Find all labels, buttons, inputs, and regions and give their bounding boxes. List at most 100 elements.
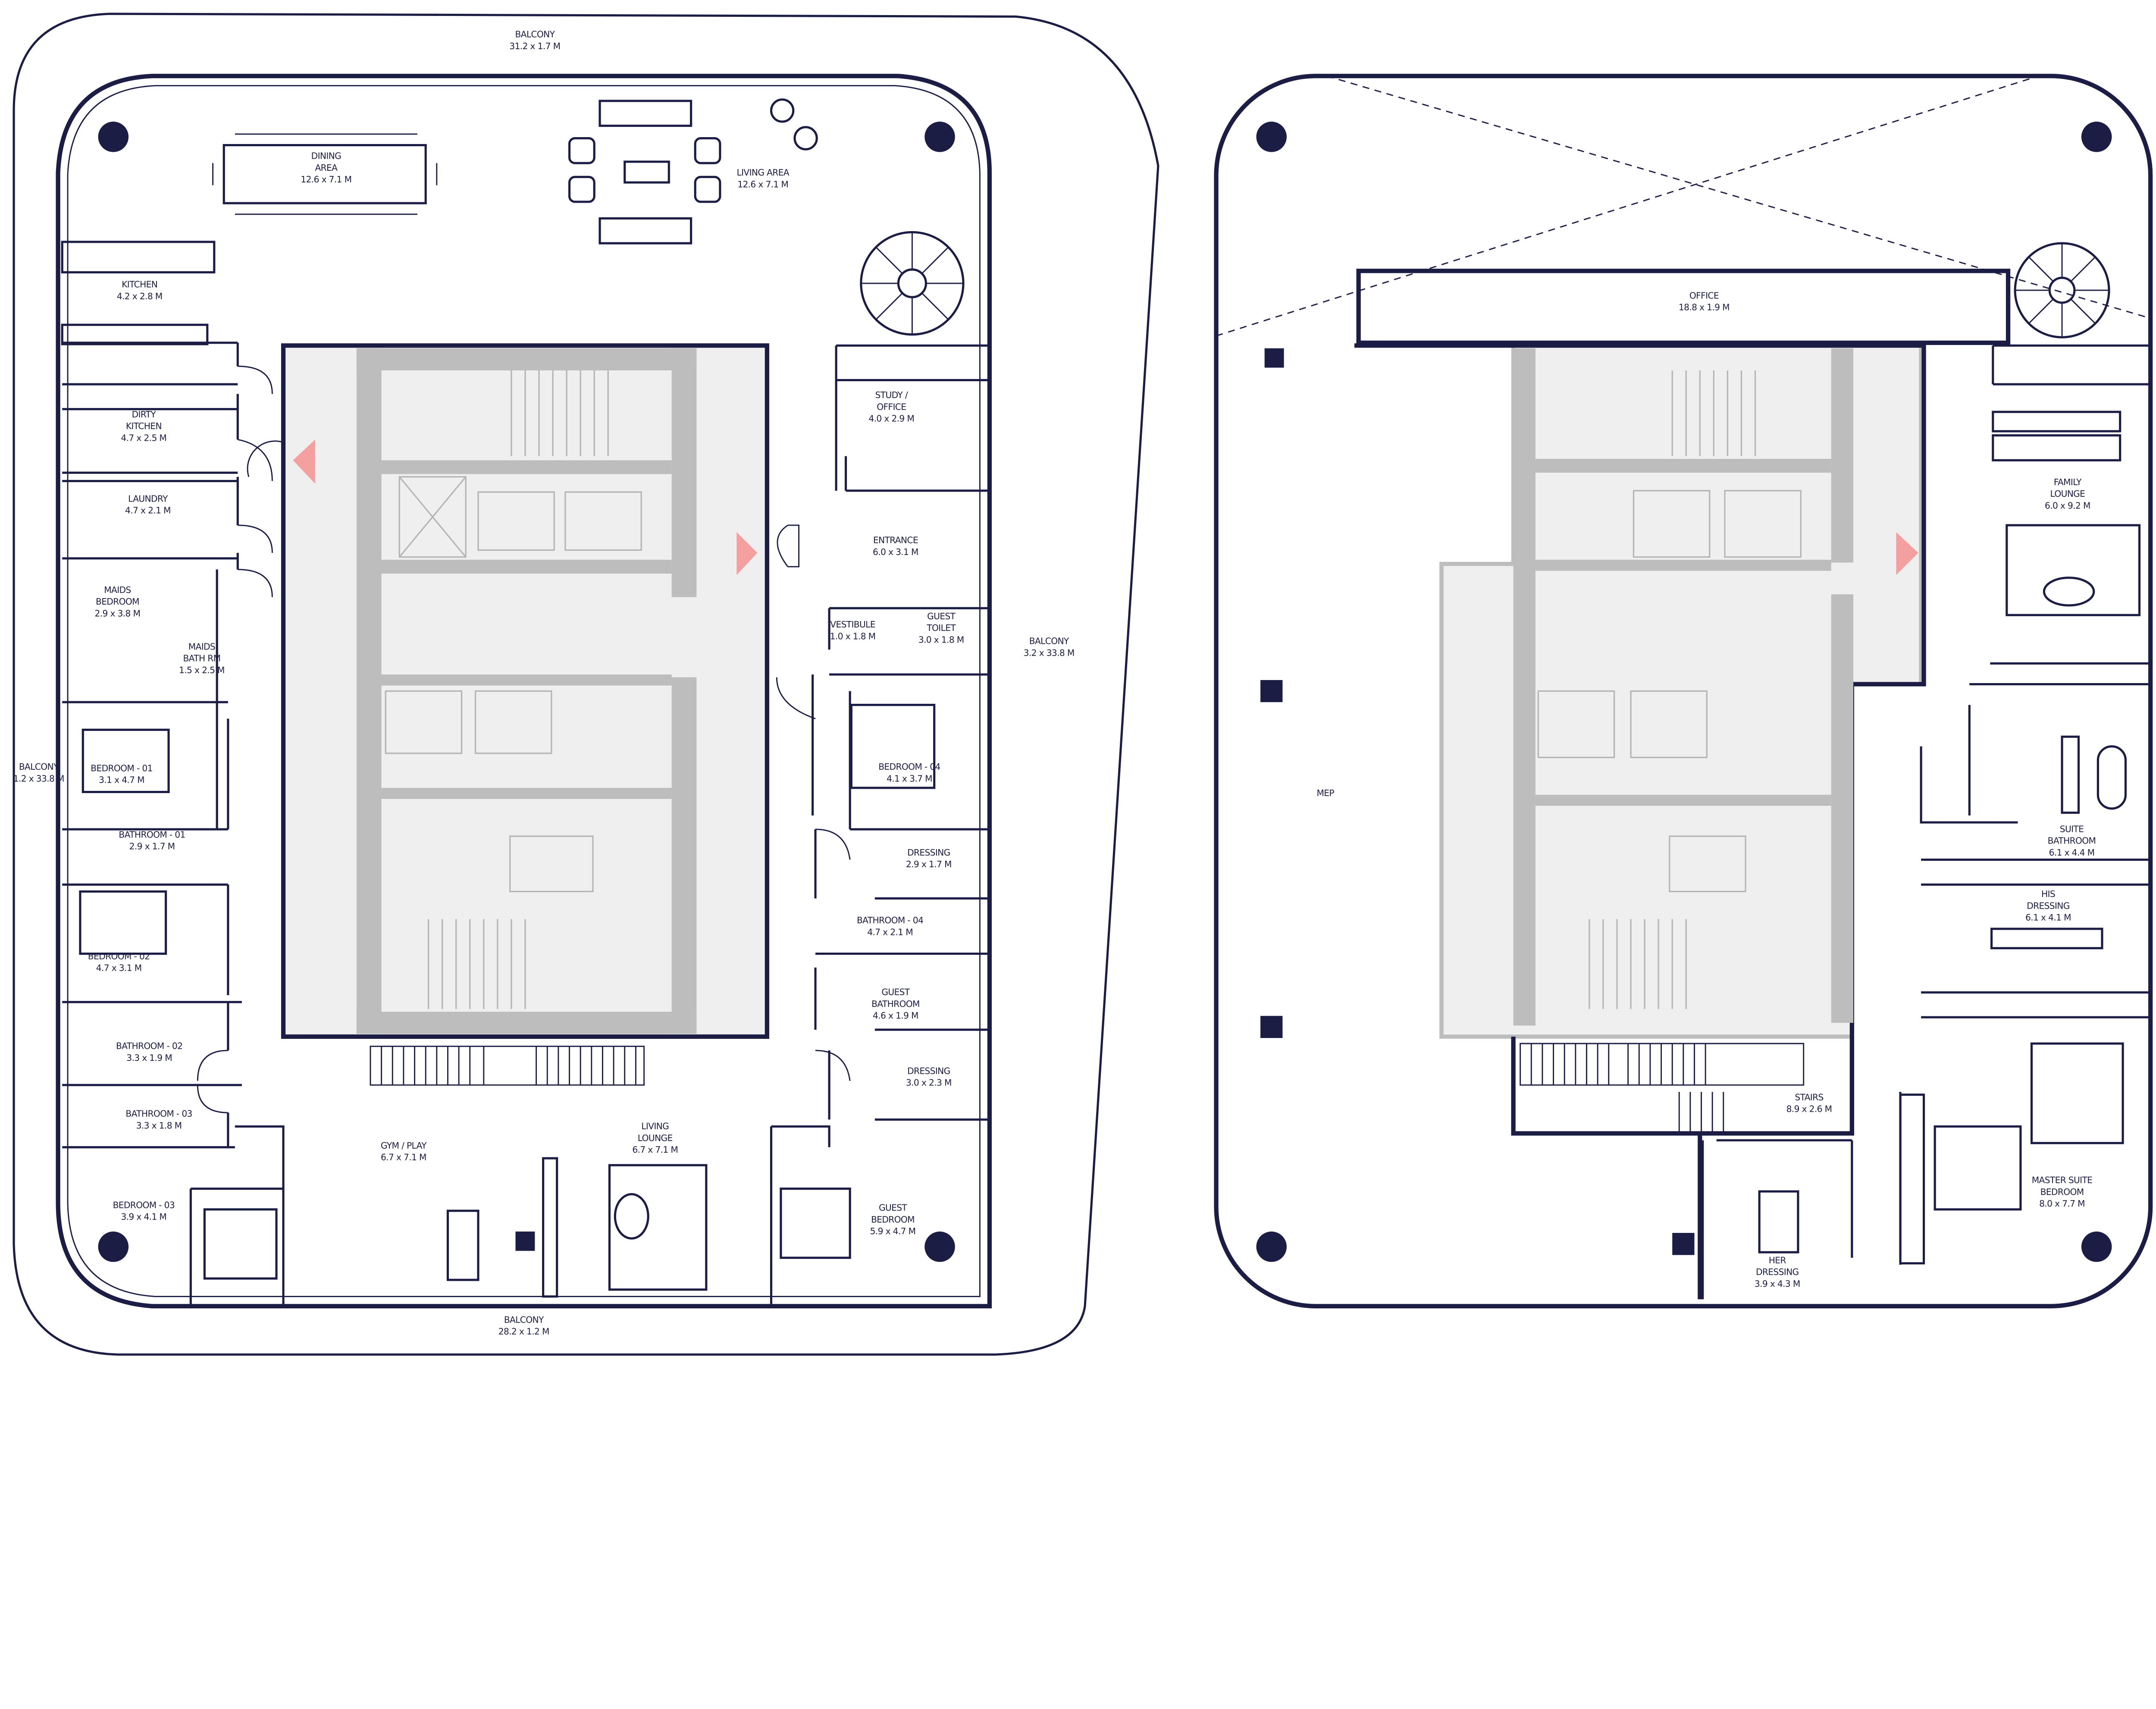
room-name: BEDROOM - 01 [91,763,153,773]
room-dimensions: 4.0 x 2.9 M [868,414,914,424]
room-label: BEDROOM - 02 4.7 x 3.1 M [88,951,150,973]
room-name: BEDROOM - 04 [878,762,940,772]
right-floor-plan [1214,74,2153,1308]
room-name: BEDROOM [2040,1187,2084,1197]
room-dimensions: 28.2 x 1.2 M [498,1326,549,1337]
room-walls [62,342,990,1306]
gym-equipment [446,1210,479,1281]
room-name: GUEST [879,1203,907,1213]
column-square [1672,1232,1695,1255]
void-dashed-line [1326,75,2150,319]
room-dimensions: 8.9 x 2.6 M [1786,1104,1832,1114]
column [2081,122,2112,152]
column [98,1231,129,1262]
room-name: AREA [315,163,338,173]
room-name: MAIDS [104,585,131,595]
stairs [1520,1043,1805,1134]
room-name: BEDROOM - 03 [113,1200,175,1210]
room-dimensions: 4.6 x 1.9 M [873,1010,918,1021]
armchair [793,126,818,151]
dressing-island [1758,1190,1799,1254]
coffee-table [614,1193,649,1240]
room-name: OFFICE [877,401,906,412]
room-dimensions: 6.7 x 7.1 M [632,1145,678,1155]
room-dimensions: 4.7 x 3.1 M [96,963,142,973]
bed [203,1208,278,1280]
room-name: KITCHEN [126,421,162,431]
entry-arrow [736,532,758,575]
spiral-staircase [2014,242,2110,339]
room-dimensions: 2.9 x 1.7 M [129,841,175,852]
room-name: STUDY / [875,390,908,400]
room-name: HIS [2041,889,2055,899]
kitchen-counter [61,323,209,345]
room-name: BATHROOM - 01 [119,829,185,840]
column [924,122,955,152]
room-name: KITCHEN [122,279,157,290]
room-name: LOUNGE [638,1133,673,1143]
room-dimensions: 1.2 x 33.8 M [13,773,64,784]
room-dimensions: 3.2 x 33.8 M [1024,648,1075,658]
sofa-set [568,100,721,245]
entry-arrow [1896,532,1918,575]
room-dimensions: 6.1 x 4.4 M [2049,847,2095,858]
room-name: GUEST [881,987,910,997]
service-core [1354,343,1926,1299]
room-name: LIVING [641,1121,669,1132]
room-dimensions: 4.7 x 2.1 M [125,505,171,516]
room-name: VESTIBULE [830,619,875,630]
bed [1934,1125,2022,1211]
office-mezzanine [1356,269,2011,345]
room-dimensions: 3.9 x 4.1 M [121,1212,166,1222]
bed [780,1187,851,1259]
room-dimensions: 18.8 x 1.9 M [1679,302,1730,313]
room-name: BALCONY [504,1314,544,1325]
room-dimensions: 12.6 x 7.1 M [301,174,351,185]
void-dashed-line [1216,75,2039,337]
room-name: BEDROOM [871,1214,915,1225]
service-core [281,343,769,1039]
room-name: BEDROOM - 02 [88,951,150,961]
room-dimensions: 31.2 x 1.7 M [509,41,560,51]
coffee-table [2043,577,2095,607]
room-name: LIVING AREA [736,167,789,178]
bed [850,704,936,789]
column-square [1260,1016,1283,1038]
room-name: DRESSING [907,1066,950,1076]
room-name: BALCONY [515,29,555,40]
dressing-island [1990,928,2103,950]
kitchen-island [61,241,216,273]
room-name: OFFICE [1689,290,1719,301]
room-name: GUEST [927,611,956,621]
seating-area [2030,1042,2124,1145]
tv-wall [542,1157,558,1298]
room-dimensions: 4.1 x 3.7 M [887,773,932,784]
room-name: DRESSING [2027,900,2070,911]
column [98,122,129,152]
room-dimensions: 6.7 x 7.1 M [381,1152,426,1163]
tv-wall [1899,1093,1925,1265]
column-square [1260,680,1283,702]
bed [79,890,167,955]
room-name: MASTER SUITE [2032,1175,2093,1185]
room-label: MEP [1316,788,1334,798]
room-dimensions: 4.7 x 2.1 M [867,927,913,937]
building-envelope [56,74,992,1308]
